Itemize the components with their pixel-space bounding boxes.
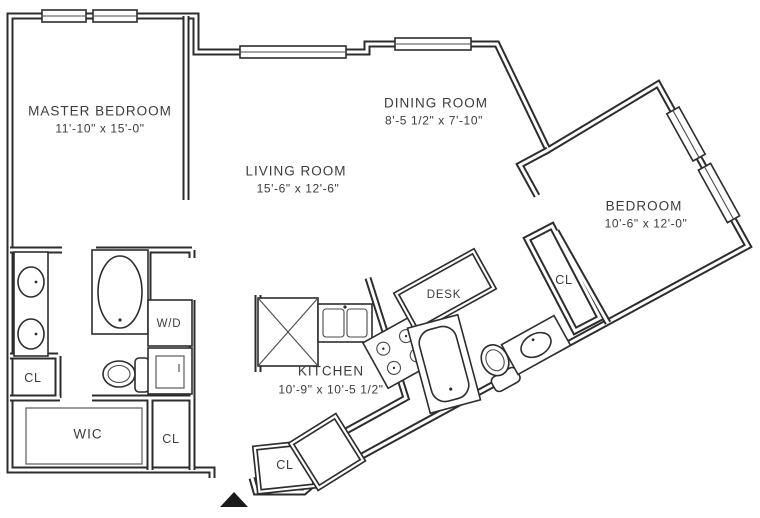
label-closet-bedroom: CL [555, 273, 573, 288]
cabinet-x-icon [257, 297, 319, 367]
window-dining-2 [394, 37, 472, 51]
entry-door [287, 412, 367, 492]
window-bedroom-1 [665, 105, 707, 163]
bathtub-2-icon [406, 313, 482, 415]
entry-marker-icon [220, 492, 248, 507]
toilet-2-icon [480, 344, 521, 393]
desk [392, 247, 498, 335]
window-master-2 [92, 9, 138, 23]
toilet-icon [102, 357, 150, 393]
room-label-dining-room: DINING ROOM [384, 95, 488, 111]
wic-shelf [25, 407, 143, 465]
room-label-master-bedroom: MASTER BEDROOM [28, 103, 172, 119]
bathtub-icon [91, 249, 149, 335]
label-closet-entry: CL [276, 458, 294, 473]
label-desk: DESK [426, 288, 462, 301]
room-dims-bedroom: 10'-6" x 12'-0" [604, 216, 688, 231]
window-bedroom-2 [697, 162, 741, 224]
room-label-living-room: LIVING ROOM [245, 163, 347, 179]
room-dims-master-bedroom: 11'-10" x 15'-0" [55, 121, 145, 136]
label-wic: WIC [73, 426, 103, 442]
sink-icon [17, 318, 45, 350]
label-closet-bath: CL [24, 371, 42, 386]
room-label-bedroom: BEDROOM [605, 198, 683, 214]
interior-walls [10, 16, 192, 470]
kitchen-sink-icon [317, 303, 373, 343]
vanity-counter [13, 251, 49, 357]
room-label-kitchen: KITCHEN [297, 363, 365, 379]
label-closet-hall: CL [162, 432, 180, 447]
sink-icon [17, 266, 45, 298]
room-dims-living-room: 15'-6" x 12'-6" [256, 181, 340, 196]
room-dims-dining-room: 8'-5 1/2" x 7'-10" [385, 113, 483, 128]
washer-dryer [147, 299, 193, 395]
room-dims-kitchen: 10'-9" x 10'-5 1/2" [278, 382, 384, 397]
window-master-1 [41, 9, 87, 23]
window-dining-1 [239, 45, 347, 59]
sink-2-icon [500, 314, 572, 376]
label-washer-dryer: W/D [156, 317, 182, 330]
